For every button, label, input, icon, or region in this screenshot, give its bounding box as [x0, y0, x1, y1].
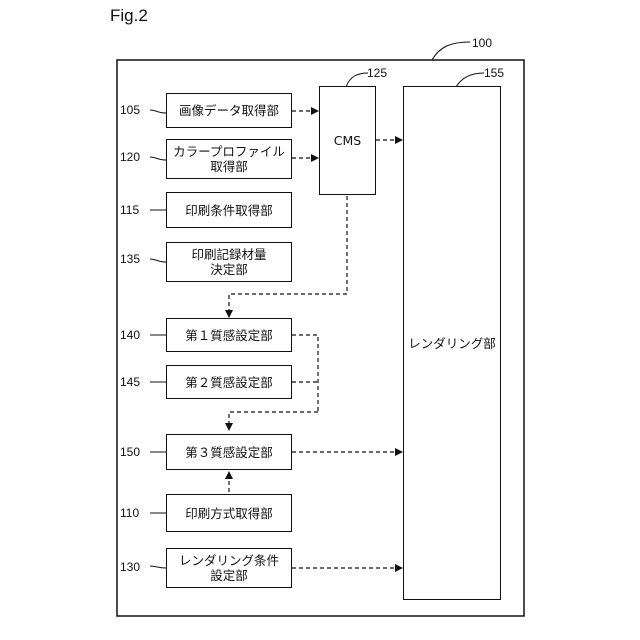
block-label: CMS: [334, 133, 361, 148]
ref-color-profile: 120: [120, 150, 140, 164]
first-texture-setting-block: 第１質感設定部: [166, 318, 292, 352]
rendering-condition-setting-block: レンダリング条件 設定部: [166, 548, 292, 588]
color-profile-acquisition-block: カラープロファイル 取得部: [166, 139, 292, 179]
cms-ref-leader: [346, 73, 368, 87]
rendering-ref-leader: [456, 73, 484, 87]
ref-qs2: 145: [120, 375, 140, 389]
ref-render-condition: 130: [120, 560, 140, 574]
ref-material-amount: 135: [120, 252, 140, 266]
ref-rendering: 155: [484, 66, 504, 80]
block-label: 第１質感設定部: [185, 328, 273, 343]
block-label-line1: 印刷記録材量: [191, 247, 266, 262]
block-label-line1: レンダリング条件: [179, 553, 279, 568]
block-label-line1: カラープロファイル: [173, 144, 285, 159]
block-label-line2: 設定部: [210, 568, 248, 583]
line-qs1-to-merge: [292, 335, 318, 412]
block-label-line2: 取得部: [210, 159, 248, 174]
ref-image-data: 105: [120, 103, 140, 117]
rendering-block: レンダリング部: [403, 86, 501, 600]
print-condition-acquisition-block: 印刷条件取得部: [166, 192, 292, 228]
ref-leaders: [150, 110, 166, 568]
block-label: 第２質感設定部: [185, 375, 273, 390]
block-label: 第３質感設定部: [185, 445, 273, 460]
block-label: レンダリング部: [408, 336, 496, 351]
ref-cms: 125: [367, 66, 387, 80]
block-label: 印刷方式取得部: [185, 506, 273, 521]
ref-outer: 100: [472, 36, 492, 50]
second-texture-setting-block: 第２質感設定部: [166, 365, 292, 399]
ref-print-method: 110: [120, 506, 139, 520]
block-label-line2: 決定部: [210, 262, 248, 277]
ref-qs3: 150: [120, 445, 140, 459]
arrow-merge-to-qs3: [229, 412, 318, 430]
print-method-acquisition-block: 印刷方式取得部: [166, 494, 292, 532]
block-label: 印刷条件取得部: [185, 203, 273, 218]
ref-print-condition: 115: [120, 203, 139, 217]
third-texture-setting-block: 第３質感設定部: [166, 434, 292, 470]
ref-qs1: 140: [120, 328, 140, 342]
cms-block: CMS: [319, 86, 376, 195]
block-label: 画像データ取得部: [179, 103, 279, 118]
image-data-acquisition-block: 画像データ取得部: [166, 93, 292, 128]
outer-ref-leader: [432, 42, 470, 60]
print-material-amount-block: 印刷記録材量 決定部: [166, 242, 292, 282]
